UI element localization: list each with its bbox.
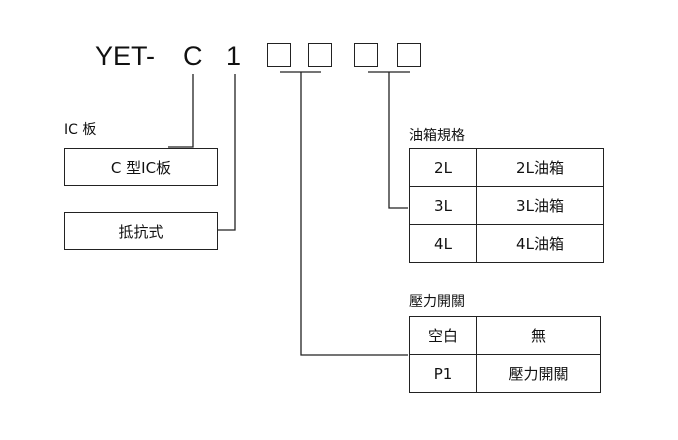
tank-code-cell: 2L xyxy=(409,148,477,187)
pressure-code-cell: 空白 xyxy=(409,316,477,355)
placeholder-box-1 xyxy=(267,43,291,67)
pressure-desc-cell: 無 xyxy=(476,316,601,355)
model-code-1: 1 xyxy=(226,41,242,71)
ic-board-title: IC 板 xyxy=(64,122,97,138)
tank-spec-table: 2L 2L油箱 3L 3L油箱 4L 4L油箱 xyxy=(409,148,604,263)
tank-spec-title: 油箱規格 xyxy=(409,128,465,144)
tank-desc-cell: 4L油箱 xyxy=(476,224,604,263)
pressure-switch-title: 壓力開關 xyxy=(409,294,465,310)
placeholder-box-3 xyxy=(354,43,378,67)
model-code-c: C xyxy=(183,41,203,71)
connector-c-ic-board xyxy=(168,74,194,148)
table-row: P1 壓力開關 xyxy=(409,354,601,393)
table-row: 3L 3L油箱 xyxy=(409,186,604,225)
resistance-option-label: 抵抗式 xyxy=(118,222,164,241)
tank-desc-cell: 2L油箱 xyxy=(476,148,604,187)
pressure-code-cell: P1 xyxy=(409,354,477,393)
ic-board-option: C 型IC板 xyxy=(64,148,218,186)
tank-code-cell: 4L xyxy=(409,224,477,263)
resistance-option: 抵抗式 xyxy=(64,212,218,250)
connector-1-resistance xyxy=(217,74,236,231)
connector-pressure-switch xyxy=(300,72,408,356)
model-prefix: YET- xyxy=(95,41,156,71)
pressure-switch-table: 空白 無 P1 壓力開關 xyxy=(409,316,601,393)
tank-desc-cell: 3L油箱 xyxy=(476,186,604,225)
connector-tank-spec xyxy=(388,72,408,209)
tank-code-cell: 3L xyxy=(409,186,477,225)
placeholder-box-4 xyxy=(397,43,421,67)
table-row: 4L 4L油箱 xyxy=(409,224,604,263)
placeholder-box-2 xyxy=(308,43,332,67)
pressure-desc-cell: 壓力開關 xyxy=(476,354,601,393)
table-row: 2L 2L油箱 xyxy=(409,148,604,187)
ic-board-option-label: C 型IC板 xyxy=(110,158,172,177)
table-row: 空白 無 xyxy=(409,316,601,355)
